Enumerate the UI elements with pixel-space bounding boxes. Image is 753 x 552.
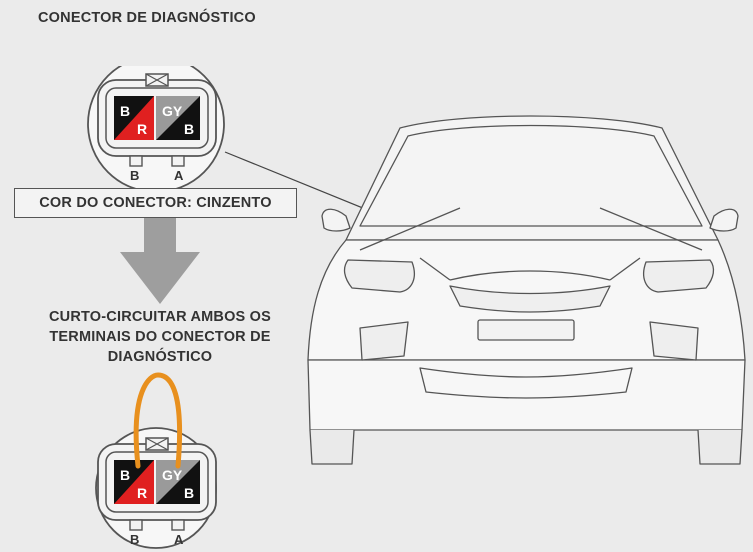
instruction-line-3: DIAGNÓSTICO (107, 349, 213, 365)
wire-right-gray-black (156, 96, 200, 140)
diagnostic-connector-title: CONECTOR DE DIAGNÓSTICO (38, 10, 256, 26)
wire-left-black-red (114, 96, 154, 140)
wire-left-bottom-label: R (137, 121, 147, 137)
terminal-a-label: A (174, 532, 184, 547)
wire-left-top-label: B (120, 103, 130, 119)
car-front-illustration (300, 100, 753, 475)
wire-left-black-red (114, 460, 154, 504)
wire-right-bottom-label: B (184, 121, 194, 137)
down-arrow-icon (120, 218, 200, 309)
instruction-line-2: TERMINAIS DO CONECTOR DE (49, 329, 271, 345)
diagnostic-connector-top: B R GY B B A (80, 66, 234, 190)
wire-right-bottom-label: B (184, 485, 194, 501)
terminal-b-label: B (130, 532, 139, 547)
wire-right-top-label: GY (162, 103, 183, 119)
short-circuit-instruction: CURTO-CIRCUITAR AMBOS OS TERMINAIS DO CO… (20, 307, 300, 367)
wire-left-top-label: B (120, 467, 130, 483)
wire-right-top-label: GY (162, 467, 183, 483)
jumper-wire (133, 372, 183, 469)
instruction-line-1: CURTO-CIRCUITAR AMBOS OS (48, 309, 272, 325)
diagnostic-connector-bottom: B R GY B B A (80, 370, 234, 550)
terminal-b-label: B (130, 168, 139, 183)
wire-left-bottom-label: R (137, 485, 147, 501)
connector-color-label: COR DO CONECTOR: CINZENTO (14, 188, 297, 218)
terminal-a-label: A (174, 168, 184, 183)
